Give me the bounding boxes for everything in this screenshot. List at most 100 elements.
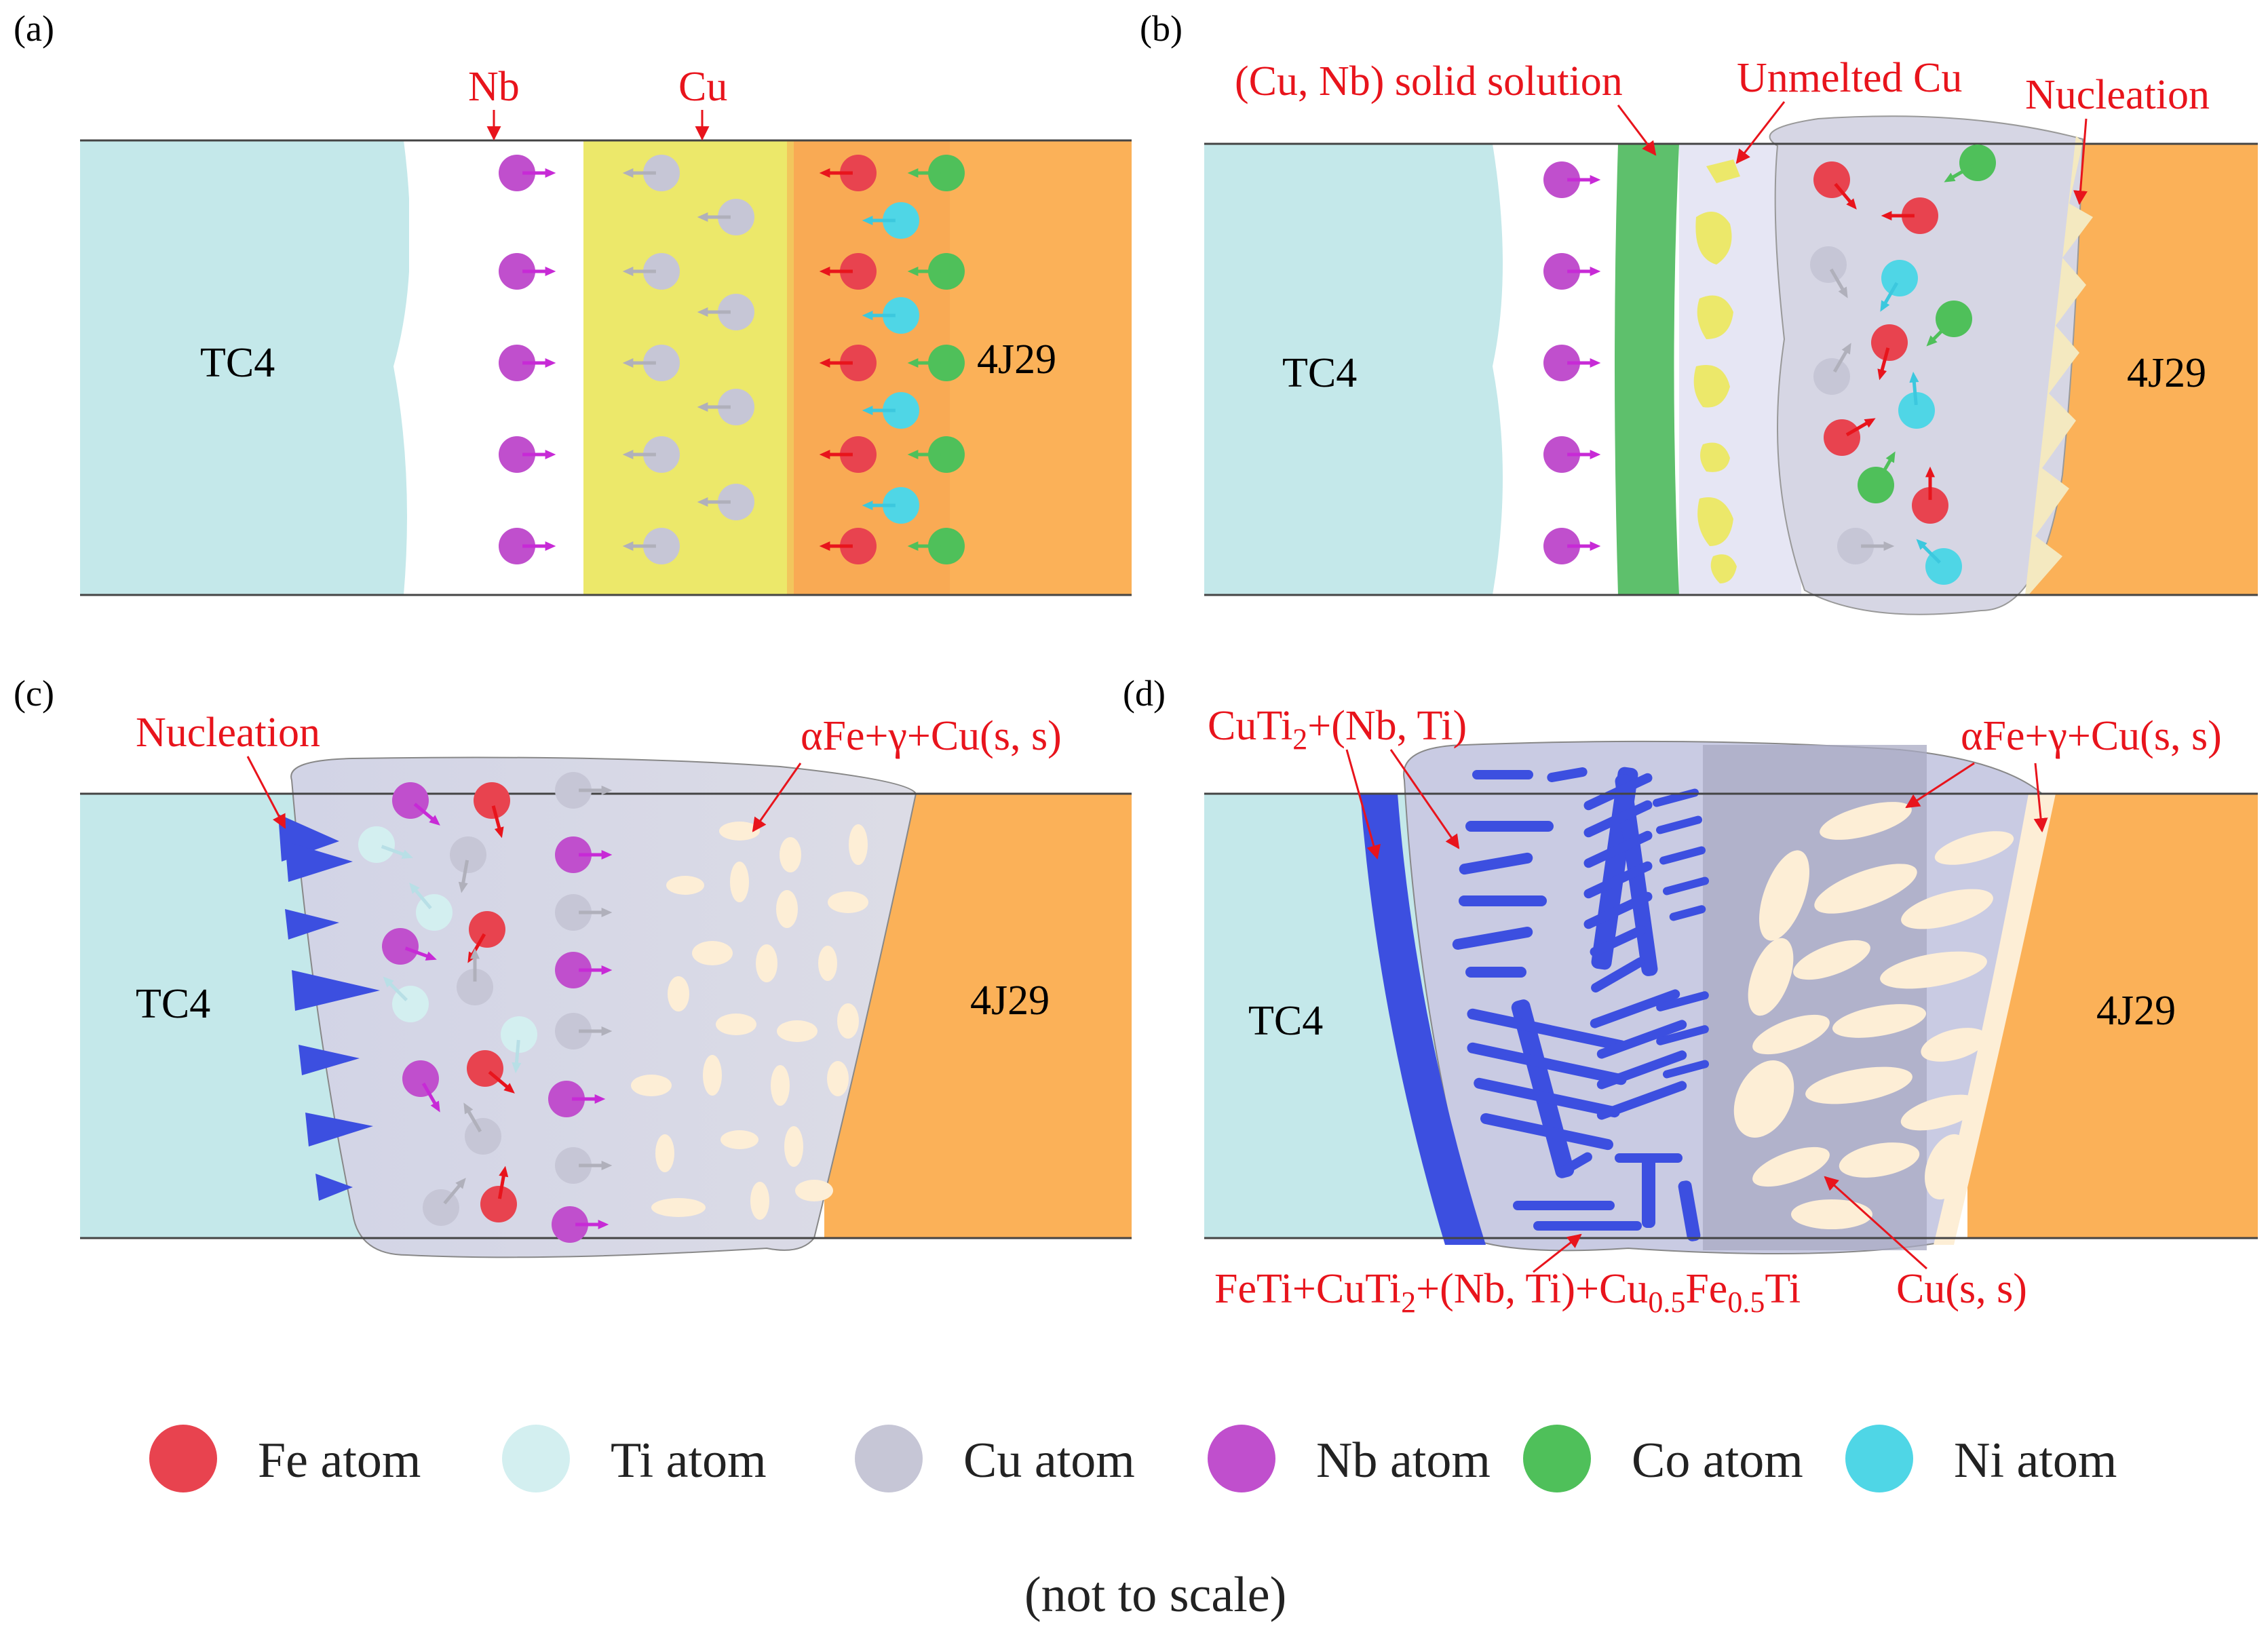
cu-atom	[450, 836, 486, 893]
fe-atom	[480, 1165, 517, 1222]
legend-label: Fe atom	[258, 1433, 421, 1488]
cu-ss-label: Cu(s, s)	[1896, 1266, 2027, 1312]
tc4-label: TC4	[136, 981, 210, 1027]
nb-atom	[392, 782, 440, 826]
solid-solution-pointer	[1617, 104, 1657, 156]
unmelted-cu-label: Unmelted Cu	[1737, 55, 1962, 101]
ni-atom	[862, 202, 919, 239]
nb-atom	[499, 345, 556, 381]
tc4-label: TC4	[1248, 998, 1323, 1044]
fe-atom	[467, 1050, 515, 1094]
cuti2-band-pointer	[1345, 749, 1381, 860]
unmelted-cu-pointer	[1735, 101, 1786, 164]
unmelted-cu-particles	[1693, 159, 1740, 583]
panel-d-label: (d)	[1123, 673, 1166, 714]
cu-nb-solid-solution-layer	[1615, 144, 1679, 595]
j29-label: 4J29	[970, 978, 1050, 1024]
nb-atom	[1543, 161, 1601, 198]
nb-atom	[1543, 528, 1601, 564]
legend-label: Ni atom	[1954, 1433, 2117, 1488]
fe-atom	[1813, 161, 1857, 210]
cu-atom	[555, 1147, 613, 1184]
co-atom	[1858, 451, 1896, 503]
nb-atom	[552, 1206, 609, 1243]
cu-atom	[1813, 343, 1851, 395]
nb-atom	[499, 253, 556, 290]
legend-item-ti: Ti atom	[502, 1425, 767, 1492]
legend-label: Ti atom	[611, 1433, 767, 1488]
cu-atom	[622, 528, 680, 564]
nb-atom	[1543, 253, 1601, 290]
nb-atom	[555, 836, 613, 873]
ti-atom	[409, 883, 453, 931]
legend-swatch	[1208, 1425, 1275, 1492]
ni-atom	[862, 487, 919, 524]
cu-atom	[622, 155, 680, 191]
ni-atom	[1898, 371, 1935, 429]
panel-a-atoms	[499, 155, 965, 564]
nb-atom	[499, 436, 556, 473]
tc4-base	[80, 140, 409, 595]
nb-atom	[1543, 436, 1601, 473]
legend-swatch	[149, 1425, 217, 1492]
dendrites	[1452, 767, 1710, 1241]
ni-atom	[862, 392, 919, 429]
cu-atom	[622, 253, 680, 290]
co-atom	[1926, 301, 1972, 347]
cu-atom	[697, 484, 754, 520]
nb-atom	[499, 528, 556, 564]
cu-atom	[1810, 246, 1848, 298]
ni-atom	[1880, 260, 1918, 312]
panel-a: (a) TC4 4J29 Nb Cu	[14, 8, 1132, 596]
panel-b-atoms	[1543, 144, 1996, 585]
phase-particles	[1733, 802, 2014, 1229]
tc4-base	[1204, 144, 1503, 595]
cu-atom	[555, 1013, 613, 1049]
fe-atom	[819, 253, 877, 290]
legend-swatch	[502, 1425, 570, 1492]
co-atom	[907, 528, 965, 564]
cu-label: Cu	[678, 64, 727, 110]
fe-atom	[1912, 466, 1948, 524]
cu-atom	[622, 345, 680, 381]
ni-atom	[1916, 539, 1962, 585]
panel-b: (b) TC4 4J29 (Cu, Nb) solid solution Unm…	[1140, 8, 2258, 615]
nb-atom	[1543, 345, 1601, 381]
cu-atom	[555, 772, 613, 809]
ti-atom	[358, 826, 413, 863]
legend-label: Co atom	[1632, 1433, 1803, 1488]
nb-atom	[382, 928, 437, 965]
legend-item-nb: Nb atom	[1208, 1425, 1491, 1492]
cu-ss-pointer	[1824, 1176, 1928, 1270]
cu-atom	[1837, 528, 1895, 564]
nucleation-pointer	[2073, 118, 2088, 206]
j29-interface-band	[1934, 794, 2056, 1245]
panel-b-label: (b)	[1140, 8, 1183, 49]
legend-item-ni: Ni atom	[1845, 1425, 2117, 1492]
cu-atom	[457, 948, 493, 1005]
phases-label: αFe+γ+Cu(s, s)	[801, 713, 1062, 759]
cu-atom	[697, 199, 754, 235]
co-atom	[907, 253, 965, 290]
nb-atom	[548, 1081, 606, 1117]
cu-atom	[463, 1102, 501, 1155]
nb-label: Nb	[468, 64, 520, 110]
cu-atom	[555, 894, 613, 931]
ti-atom	[383, 976, 429, 1022]
cu-atom	[697, 389, 754, 425]
phases-label: αFe+γ+Cu(s, s)	[1961, 713, 2222, 759]
phases-pointer-band	[2033, 763, 2048, 833]
legend-item-fe: Fe atom	[149, 1425, 421, 1492]
fe-atom	[1824, 418, 1876, 456]
co-atom	[907, 436, 965, 473]
cu-atom	[697, 294, 754, 330]
solid-solution-label: (Cu, Nb) solid solution	[1235, 58, 1623, 104]
nb-foil	[393, 140, 590, 595]
ti-atom	[501, 1016, 537, 1074]
panel-d: (d)	[1123, 673, 2258, 1319]
co-atom	[1944, 144, 1996, 182]
cuti2-dendrite-pointer	[1389, 749, 1460, 849]
fe-atom	[819, 155, 877, 191]
fe-atom	[1881, 197, 1938, 234]
